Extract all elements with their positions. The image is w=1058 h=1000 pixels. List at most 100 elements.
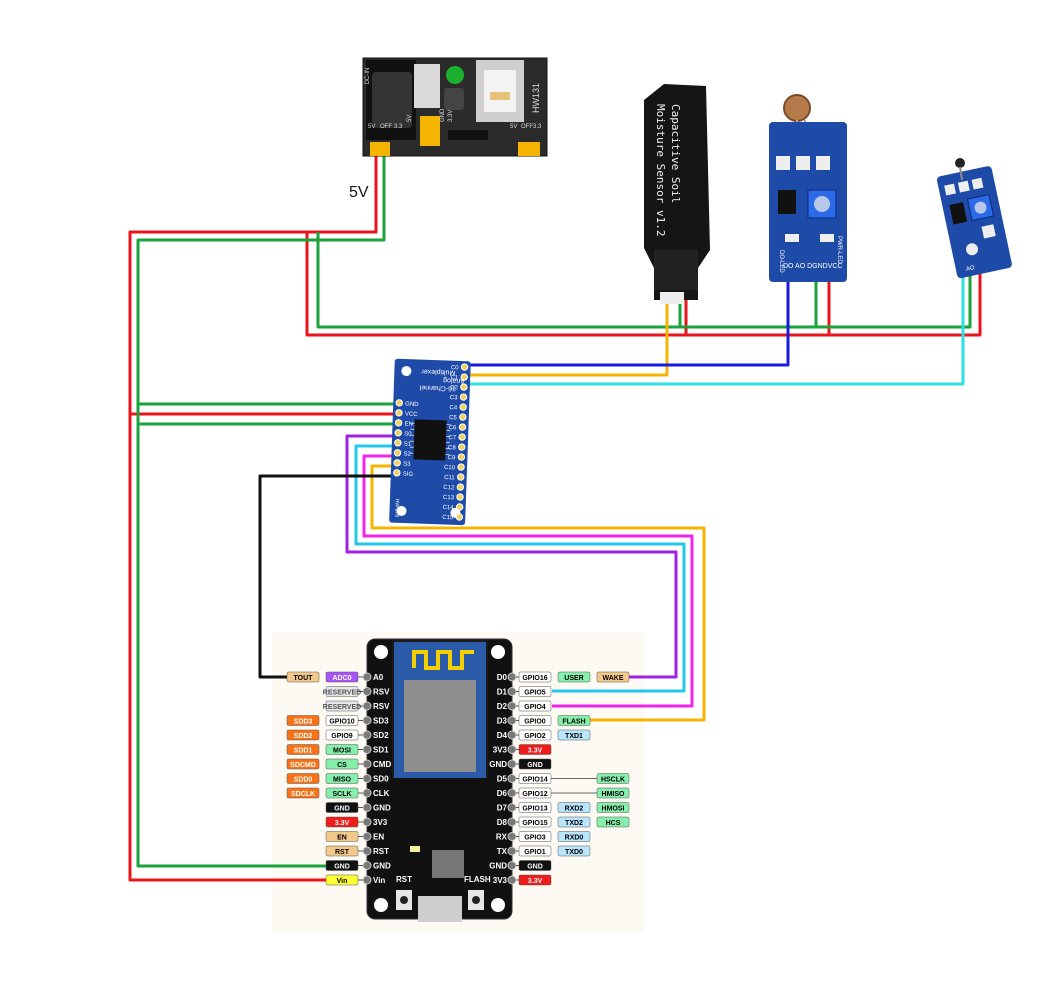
- mux-pin-c1[interactable]: [460, 373, 468, 381]
- nodemcu-pin-hole[interactable]: [362, 730, 372, 740]
- pin-tag-text: USER: [564, 675, 583, 682]
- soil-moisture-sensor[interactable]: Capacitive Soil Moisture Sensor v1.2: [644, 84, 710, 304]
- nodemcu-pin-hole[interactable]: [507, 817, 517, 827]
- pin-tag: [557, 671, 591, 683]
- nodemcu-pin-hole[interactable]: [362, 861, 372, 870]
- nodemcu-left-pin-label: Vin: [373, 876, 385, 885]
- mux-pin-en[interactable]: [394, 419, 403, 427]
- mux-title-3: Multiplexer: [421, 368, 456, 376]
- nodemcu-pin-hole[interactable]: [507, 861, 517, 870]
- pin-tag-text: GPIO16: [522, 675, 547, 682]
- pin-tag-text: GPIO2: [524, 733, 546, 740]
- mux-pin-c2[interactable]: [460, 383, 468, 391]
- nodemcu-board[interactable]: RST FLASH A0ADC0TOUTRSVRESERVEDRSVRESERV…: [286, 638, 630, 922]
- nodemcu-pin-hole[interactable]: [507, 803, 517, 812]
- nodemcu-pin-hole[interactable]: [507, 730, 517, 740]
- nodemcu-pin-hole[interactable]: [362, 687, 372, 696]
- mux-pin-c11[interactable]: [457, 473, 465, 481]
- mux-pin-c5[interactable]: [459, 413, 467, 421]
- nodemcu-pin-hole[interactable]: [507, 774, 517, 783]
- nodemcu-pin-hole[interactable]: [507, 701, 517, 711]
- nodemcu-pin-hole[interactable]: [507, 672, 517, 682]
- mux-pin-label: S3: [403, 462, 411, 468]
- multiplexer-board[interactable]: Analog 16-Channel Multiplexer HW-178 GND…: [389, 358, 471, 526]
- mux-pin-c10[interactable]: [457, 463, 465, 471]
- mux-pin-s2[interactable]: [393, 449, 402, 457]
- nodemcu-pin-hole[interactable]: [362, 774, 372, 783]
- pin-tag-text: RESERVED: [323, 690, 361, 697]
- pin-tag-text: GND: [527, 762, 543, 769]
- nodemcu-pin-hole[interactable]: [507, 745, 517, 754]
- nodemcu-pin-hole[interactable]: [362, 817, 372, 827]
- mux-pin-label: C6: [449, 425, 458, 431]
- nodemcu-pin-hole[interactable]: [507, 788, 517, 798]
- pm-right-pin-2: OFF: [521, 124, 533, 130]
- mux-pin-c4[interactable]: [459, 403, 467, 411]
- nodemcu-pin-hole[interactable]: [362, 788, 372, 798]
- pin-tag-text: SDD3: [294, 719, 313, 726]
- pin-tag: [286, 787, 320, 799]
- nodemcu-left-pin-label: RSV: [373, 702, 390, 711]
- nodemcu-left-pin-label: CMD: [373, 760, 391, 769]
- pin-tag-text: HSCLK: [601, 777, 625, 784]
- power-module-dc-in: DC-IN: [365, 68, 371, 85]
- nodemcu-pin-hole[interactable]: [362, 759, 372, 769]
- nodemcu-pin-hole[interactable]: [362, 832, 372, 841]
- nodemcu-pin-hole[interactable]: [507, 716, 517, 725]
- nodemcu-pin-hole[interactable]: [507, 687, 517, 696]
- nodemcu-pin-hole[interactable]: [362, 803, 372, 812]
- nodemcu-pin-hole[interactable]: [507, 846, 517, 856]
- mux-pin-s1[interactable]: [394, 439, 402, 447]
- pin-tag-text: MISO: [333, 777, 351, 784]
- pm-right-pin-3: 3.3: [533, 124, 542, 130]
- mux-pin-c15[interactable]: [455, 513, 464, 521]
- mux-pin-c7[interactable]: [458, 433, 466, 441]
- mux-pin-vcc[interactable]: [395, 409, 403, 417]
- nodemcu-pin-hole[interactable]: [507, 832, 517, 841]
- nodemcu-pin-hole[interactable]: [362, 716, 372, 725]
- mux-pin-s0[interactable]: [394, 429, 402, 437]
- pin-tag-text: GPIO1: [524, 849, 546, 856]
- mux-pin-label: C0: [451, 365, 460, 371]
- temperature-sensor-module[interactable]: AO: [936, 158, 1012, 279]
- nodemcu-pin-hole[interactable]: [507, 759, 517, 769]
- wire-s0-to-d0: [345, 434, 678, 679]
- pin-tag-text: HMOSI: [602, 806, 625, 813]
- light-sensor-module[interactable]: DO AO DGNDVCC DO-LED PWR-LED: [769, 94, 847, 282]
- pin-tag: [557, 845, 591, 857]
- mux-pin-c14[interactable]: [455, 503, 464, 511]
- pin-tag-text: Vin: [337, 878, 348, 885]
- mux-pin-label: C9: [448, 455, 457, 461]
- pin-tag: [518, 715, 552, 726]
- mux-pin-gnd[interactable]: [395, 399, 403, 407]
- pin-tag-text: TXD2: [565, 820, 583, 827]
- mux-pin-sig[interactable]: [393, 469, 401, 477]
- nodemcu-pin-hole[interactable]: [507, 875, 517, 885]
- nodemcu-pin-hole[interactable]: [362, 701, 372, 711]
- wire-temp-to-c2: [462, 272, 965, 386]
- nodemcu-pin-hole[interactable]: [362, 875, 372, 885]
- mux-pin-s3[interactable]: [393, 459, 401, 467]
- mux-pin-c0[interactable]: [460, 363, 469, 371]
- mux-pin-c13[interactable]: [456, 493, 464, 501]
- pin-tag: [557, 729, 591, 741]
- mux-pin-c9[interactable]: [457, 453, 466, 461]
- nodemcu-pin-hole[interactable]: [362, 846, 372, 856]
- mux-pin-c12[interactable]: [456, 483, 465, 491]
- mux-pin-c6[interactable]: [458, 423, 467, 431]
- pin-tag-text: GND: [527, 864, 543, 871]
- mux-pin-c8[interactable]: [458, 443, 466, 451]
- nodemcu-pin-hole[interactable]: [362, 672, 372, 682]
- pin-tag-text: RESERVED: [323, 704, 361, 711]
- power-supply-module[interactable]: HW131 DC-IN 5V OFF 3.3 5V OFF 3.3 5V GND…: [362, 57, 548, 157]
- soil-sensor-label-1: Capacitive Soil: [669, 104, 682, 203]
- soil-sensor-label-2: Moisture Sensor v1.2: [654, 104, 667, 236]
- pin-tag-text: RST: [335, 849, 350, 856]
- pin-tag-text: EN: [337, 835, 347, 842]
- wire-gnd-to-sensors: [316, 232, 972, 329]
- nodemcu-pin-hole[interactable]: [362, 745, 372, 754]
- mux-pin-label: S2: [403, 452, 411, 458]
- pin-tag-text: 3.3V: [528, 748, 543, 755]
- nodemcu-right-pin-label: D2: [497, 702, 508, 711]
- mux-pin-c3[interactable]: [459, 393, 468, 401]
